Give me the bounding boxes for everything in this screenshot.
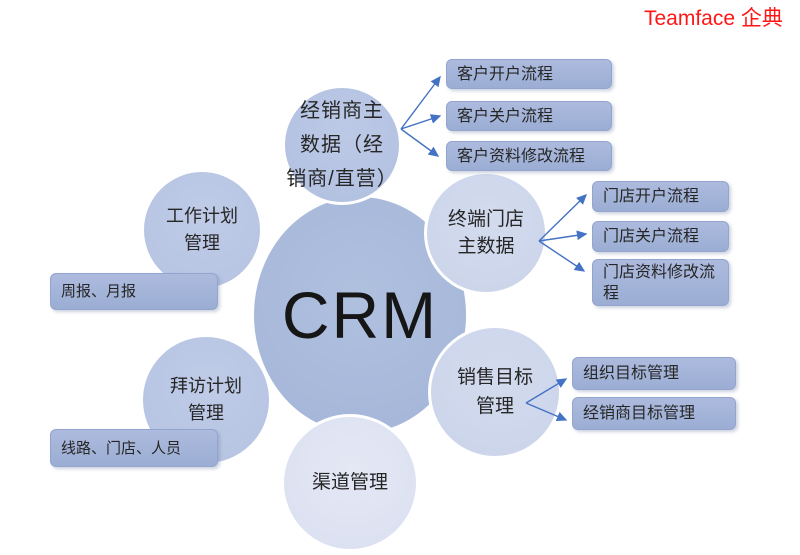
box-customer-close-flow-label: 客户关户流程	[457, 107, 554, 125]
box-store-open-flow-label: 门店开户流程	[603, 188, 700, 205]
arrow-dealer-to-customer-close	[400, 114, 442, 130]
circle-terminal-store-master-data: 终端门店 主数据	[424, 171, 548, 295]
circle-channel-management: 渠道管理	[281, 414, 419, 552]
arrow-dealer-to-customer-update	[400, 128, 440, 157]
crm-center-label: CRM	[281, 278, 439, 352]
box-route-store-personnel: 线路、门店、人员	[50, 429, 218, 467]
box-weekly-monthly-report: 周报、月报	[50, 273, 218, 310]
box-org-target-management: 组织目标管理	[572, 357, 736, 390]
circle-channel-management-label: 渠道管理	[311, 472, 388, 493]
box-customer-close-flow: 客户关户流程	[446, 101, 612, 131]
circle-work-plan-management: 工作计划 管理	[141, 169, 263, 291]
circle-terminal-store-master-data-label: 终端门店 主数据	[447, 209, 524, 257]
box-customer-open-flow: 客户开户流程	[446, 59, 612, 89]
circle-visit-plan-management-label: 拜访计划 管理	[170, 376, 242, 423]
circle-work-plan-management-label: 工作计划 管理	[166, 206, 238, 253]
box-route-store-personnel-label: 线路、门店、人员	[61, 439, 182, 457]
box-dealer-target-management: 经销商目标管理	[572, 397, 736, 430]
arrow-dealer-to-customer-open	[400, 75, 441, 130]
box-store-close-flow-label: 门店关户流程	[603, 228, 700, 245]
box-store-info-update-flow: 门店资料修改流程	[592, 259, 729, 306]
box-org-target-management-label: 组织目标管理	[583, 365, 680, 382]
box-weekly-monthly-report-label: 周报、月报	[61, 283, 137, 300]
circle-sales-target-management: 销售目标 管理	[428, 325, 562, 459]
box-customer-open-flow-label: 客户开户流程	[457, 65, 554, 83]
box-dealer-target-management-label: 经销商目标管理	[583, 405, 696, 422]
teamface-logo: Teamface 企典	[644, 7, 783, 30]
circle-dealer-master-data: 经销商主 数据（经 销商/直营）	[282, 85, 402, 205]
box-store-info-update-flow-label: 门店资料修改流程	[603, 263, 716, 302]
circle-sales-target-management-label: 销售目标 管理	[456, 367, 533, 417]
box-store-close-flow: 门店关户流程	[592, 221, 729, 252]
box-store-open-flow: 门店开户流程	[592, 181, 729, 212]
box-customer-info-update-flow-label: 客户资料修改流程	[457, 147, 586, 165]
box-customer-info-update-flow: 客户资料修改流程	[446, 141, 612, 171]
circle-dealer-master-data-label: 经销商主 数据（经 销商/直营）	[286, 100, 398, 190]
